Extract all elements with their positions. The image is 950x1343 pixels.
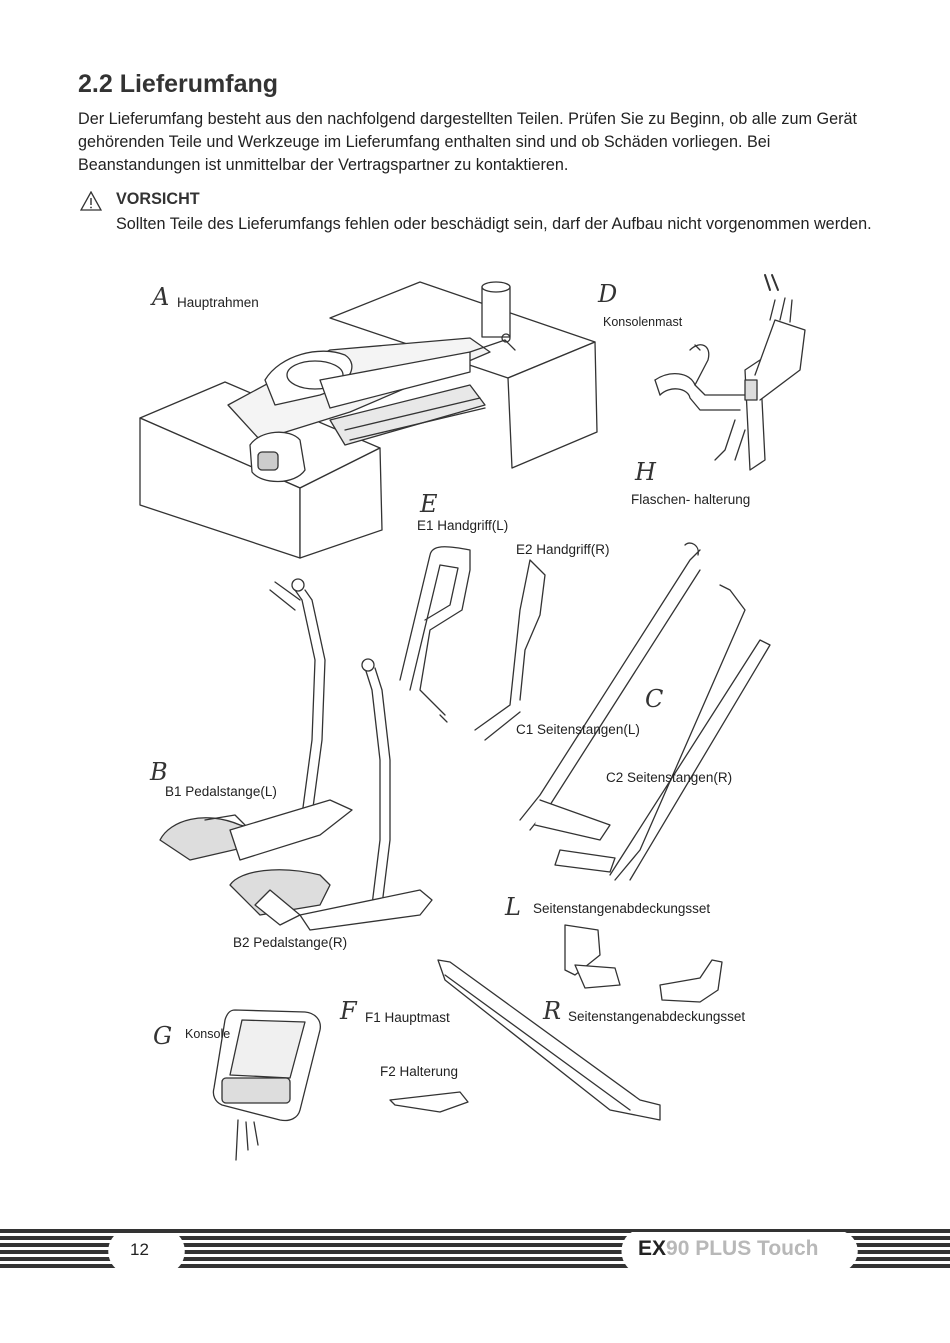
warning-title: VORSICHT: [116, 190, 200, 208]
console-mast-drawing: [654, 274, 806, 471]
part-label-konsole: Konsole: [185, 1027, 231, 1041]
part-letter-l: L: [505, 893, 521, 921]
brand-model-name: EX90 PLUS Touch: [638, 1237, 818, 1261]
cover-set-l-drawing: [564, 924, 621, 989]
part-letter-c: C: [645, 685, 664, 713]
brand-model-suffix: 90 PLUS Touch: [666, 1237, 819, 1260]
part-letter-a: A: [152, 283, 170, 311]
brand-model-prefix: EX: [638, 1237, 667, 1260]
part-label-f1: F1 Hauptmast: [365, 1010, 450, 1025]
part-letter-b: B: [150, 758, 168, 786]
part-label-c1: C1 Seitenstangen(L): [516, 722, 640, 737]
main-frame-drawing: [139, 281, 598, 559]
pedal-bars-drawing: [159, 578, 433, 931]
part-letter-g: G: [153, 1022, 173, 1050]
bracket-drawing: [389, 1091, 469, 1113]
page-number: 12: [130, 1240, 149, 1259]
part-label-b1: B1 Pedalstange(L): [165, 784, 277, 799]
part-label-l: Seitenstangenabdeckungsset: [533, 901, 711, 916]
part-letter-d: D: [598, 280, 618, 308]
part-label-hauptrahmen: Hauptrahmen: [177, 295, 259, 310]
part-label-e2: E2 Handgriff(R): [516, 542, 610, 557]
section-title: 2.2 Lieferumfang: [78, 70, 279, 98]
part-letter-h: H: [635, 458, 656, 486]
part-label-konsolenmast: Konsolenmast: [603, 315, 683, 329]
part-label-flaschenhalterung: Flaschen- halterung: [631, 492, 751, 507]
intro-paragraph: Der Lieferumfang besteht aus den nachfol…: [78, 110, 857, 174]
part-letter-e: E: [420, 490, 438, 518]
part-letter-r: R: [543, 997, 562, 1025]
main-mast-drawing: [437, 959, 661, 1121]
side-bars-drawing: [519, 542, 771, 881]
part-label-b2: B2 Pedalstange(R): [233, 935, 348, 950]
part-letter-f: F: [340, 997, 357, 1025]
warning-text: Sollten Teile des Lieferumfangs fehlen o…: [116, 215, 872, 233]
cover-set-r-drawing: [659, 959, 723, 1003]
handgrips-drawing: [399, 546, 546, 741]
console-drawing: [212, 1009, 321, 1161]
warning-triangle-icon: [80, 191, 102, 211]
part-label-e1: E1 Handgriff(L): [417, 518, 509, 533]
part-label-c2: C2 Seitenstangen(R): [606, 770, 733, 785]
part-label-r: Seitenstangenabdeckungsset: [568, 1009, 746, 1024]
part-label-f2: F2 Halterung: [380, 1064, 459, 1079]
